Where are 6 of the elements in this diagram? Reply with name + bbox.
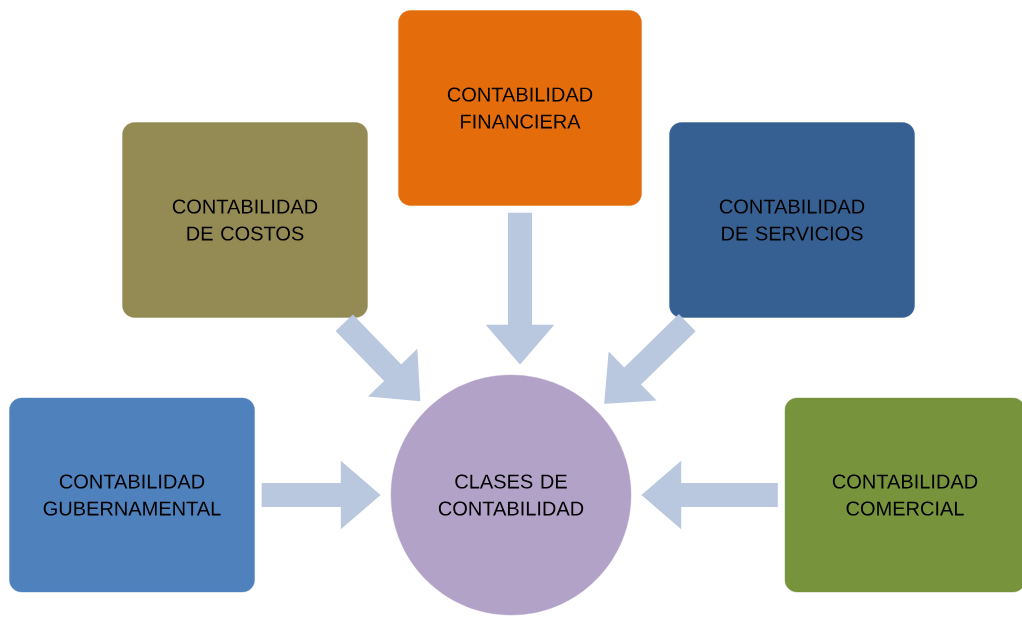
category-box: CONTABILIDAD DE SERVICIOS — [669, 122, 915, 318]
block-arrow — [604, 314, 696, 404]
category-box: CONTABILIDAD DE COSTOS — [122, 122, 368, 318]
category-box: CONTABILIDAD GUBERNAMENTAL — [9, 397, 255, 593]
category-box: CONTABILIDAD COMERCIAL — [784, 397, 1022, 593]
category-box: CONTABILIDAD FINANCIERA — [398, 10, 642, 206]
